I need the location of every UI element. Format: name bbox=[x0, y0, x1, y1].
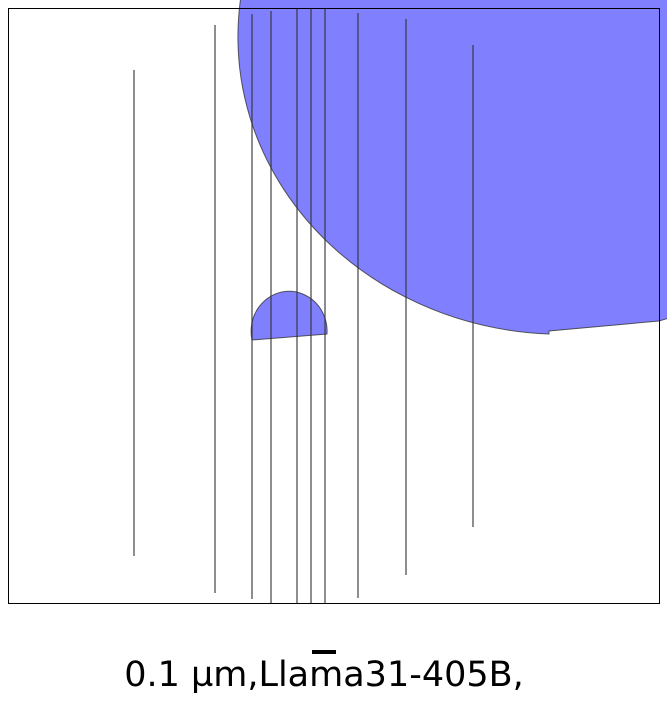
caption: 0.1 µm,Llama31-405B, bbox=[124, 655, 524, 695]
wafer-diagram bbox=[133, 0, 667, 604]
caption-overbar bbox=[312, 650, 336, 654]
lane-dividers bbox=[133, 9, 474, 604]
plot-frame bbox=[8, 8, 660, 604]
